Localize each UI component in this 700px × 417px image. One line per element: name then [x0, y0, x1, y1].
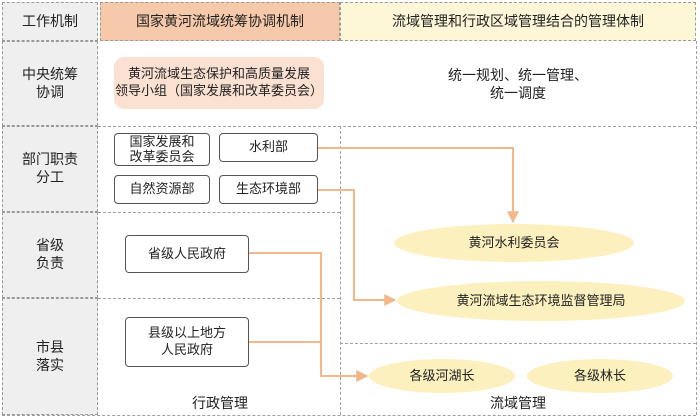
ellipse-forest-chief: 各级林长	[527, 359, 673, 393]
box-water-ministry: 水利部	[219, 133, 318, 162]
footer-basin: 流域管理	[490, 396, 546, 412]
arrow-ecology-to-bureau	[318, 189, 397, 306]
divider-bottom	[2, 415, 696, 416]
leading-group-box: 黄河流域生态保护和高质量发展 领导小组（国家发展和改革委员会）	[114, 57, 324, 109]
header-work-mechanism: 工作机制	[2, 2, 98, 41]
row-label-city: 市县 落实	[2, 298, 98, 415]
unified-management-text: 统一规划、统一管理、 统一调度	[448, 68, 588, 102]
divider-central	[98, 126, 696, 127]
row-label-province: 省级 负责	[2, 212, 98, 298]
row-label-central: 中央统筹 协调	[2, 41, 98, 126]
ellipse-river-chief: 各级河湖长	[369, 359, 515, 393]
divider-column	[340, 126, 341, 415]
ellipse-eco-bureau: 黄河流域生态环境监督管理局	[397, 281, 685, 321]
divider-dept-admin	[98, 212, 340, 213]
box-ecology-ministry: 生态环境部	[219, 175, 318, 204]
divider-right	[696, 41, 697, 415]
ellipse-yrcc: 黄河水利委员会	[394, 224, 634, 262]
footer-admin: 行政管理	[192, 396, 248, 412]
row-label-department: 部门职责 分工	[2, 126, 98, 212]
box-county-gov: 县级以上地方 人民政府	[125, 317, 249, 367]
box-ndrc: 国家发展和 改革委员会	[114, 133, 210, 166]
box-natural-resources: 自然资源部	[114, 175, 210, 204]
arrow-water-to-yrcc	[318, 147, 519, 224]
box-province-gov: 省级人民政府	[125, 235, 249, 273]
header-management-system: 流域管理和行政区域管理结合的管理体制	[340, 2, 696, 41]
divider-province-admin	[98, 298, 340, 299]
header-national-mechanism: 国家黄河流域统筹协调机制	[100, 2, 340, 41]
divider-basin-lower	[340, 343, 696, 344]
arrow-province-to-river-chief	[249, 252, 369, 382]
